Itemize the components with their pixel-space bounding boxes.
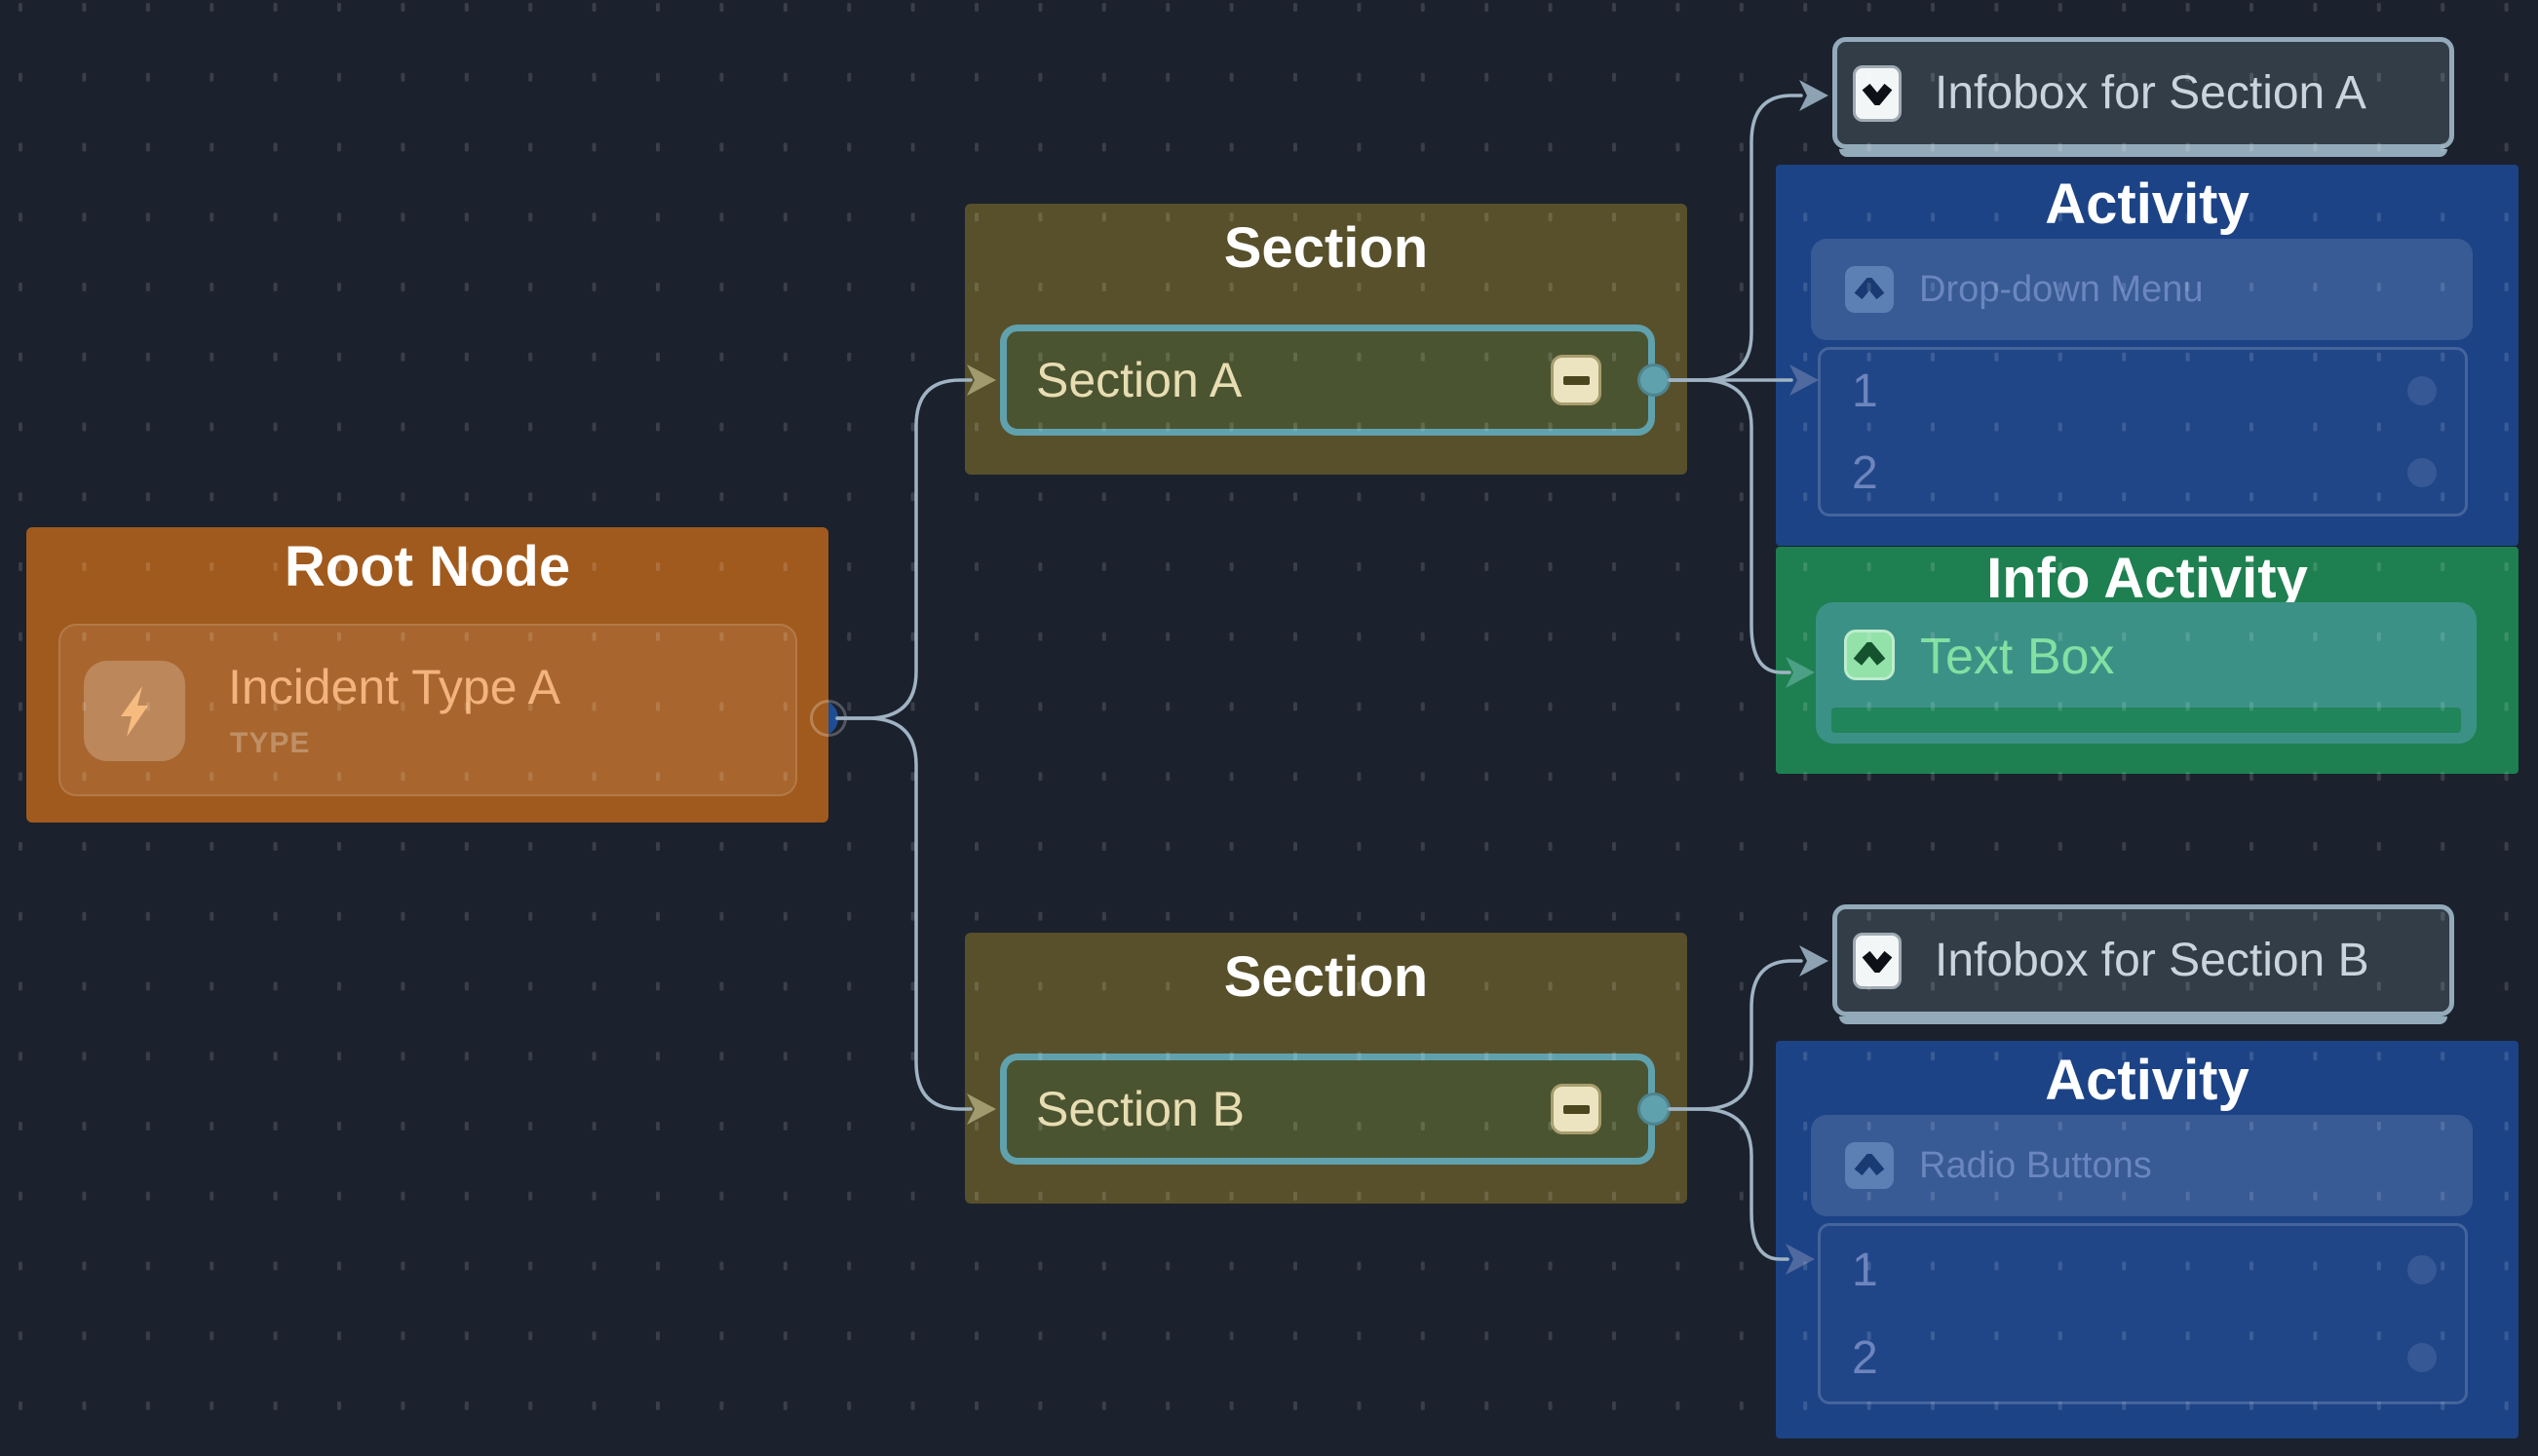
activity-a-node[interactable]: Activity Drop-down Menu 1 2 xyxy=(1776,165,2519,546)
info-activity-content-strip xyxy=(1831,708,2461,733)
edge-root-to-section-b xyxy=(835,716,973,1111)
section-a-node-title: Section xyxy=(1223,216,1429,280)
activity-b-header[interactable]: Radio Buttons xyxy=(1811,1115,2473,1216)
root-item-card[interactable]: Incident Type A TYPE xyxy=(58,624,797,796)
lightning-bolt-icon xyxy=(84,661,185,761)
edge-root-to-section-a xyxy=(835,378,973,720)
checkbox-chevron-down-icon[interactable] xyxy=(1853,932,1902,989)
section-a-node[interactable]: Section Section A xyxy=(965,204,1687,475)
activity-b-option-list: 1 2 xyxy=(1818,1223,2468,1404)
chevron-up-icon xyxy=(1844,630,1895,680)
activity-b-option-row[interactable]: 2 xyxy=(1821,1314,2465,1401)
section-b-output-handle[interactable] xyxy=(1637,1092,1671,1126)
option-output-handle[interactable] xyxy=(2407,1343,2437,1372)
option-output-handle[interactable] xyxy=(2407,1255,2437,1284)
activity-a-node-title: Activity xyxy=(2045,172,2250,236)
infobox-b-label: Infobox for Section B xyxy=(1935,935,2369,986)
minus-icon xyxy=(1562,1104,1590,1114)
option-row-label: 1 xyxy=(1852,1244,1878,1296)
info-activity-node-title: Info Activity xyxy=(1986,547,2308,610)
activity-b-node-title: Activity xyxy=(2045,1049,2250,1112)
collapse-minus-button[interactable] xyxy=(1551,1084,1601,1134)
root-item-label: Incident Type A xyxy=(228,660,560,714)
chevron-up-icon xyxy=(1845,266,1894,313)
chevron-up-icon xyxy=(1845,1142,1894,1189)
activity-a-option-list: 1 2 xyxy=(1818,347,2468,517)
root-node[interactable]: Root Node Incident Type A TYPE xyxy=(26,527,847,823)
activity-a-option-row[interactable]: 2 xyxy=(1821,432,2465,514)
section-a-item-label: Section A xyxy=(1036,353,1243,407)
collapse-minus-button[interactable] xyxy=(1551,355,1601,405)
arrowhead-into-infobox-a xyxy=(1799,80,1828,111)
section-b-node[interactable]: Section Section B xyxy=(965,933,1687,1204)
activity-b-node[interactable]: Activity Radio Buttons 1 2 xyxy=(1776,1041,2519,1438)
minus-icon xyxy=(1562,375,1590,385)
activity-b-header-label: Radio Buttons xyxy=(1919,1144,2152,1186)
option-output-handle[interactable] xyxy=(2407,458,2437,487)
infobox-b-node[interactable]: Infobox for Section B xyxy=(1832,904,2454,1024)
checkbox-chevron-down-icon[interactable] xyxy=(1853,64,1902,122)
option-row-label: 2 xyxy=(1852,1331,1878,1384)
section-b-item-label: Section B xyxy=(1036,1082,1246,1136)
activity-b-option-row[interactable]: 1 xyxy=(1821,1226,2465,1314)
section-a-output-handle[interactable] xyxy=(1637,364,1671,397)
edge-section-b-to-activity-b xyxy=(1668,1107,1789,1261)
info-activity-node[interactable]: Info Activity Text Box xyxy=(1776,547,2519,774)
info-activity-header-label: Text Box xyxy=(1920,629,2115,685)
option-output-handle[interactable] xyxy=(2407,376,2437,405)
arrowhead-into-infobox-b xyxy=(1799,945,1828,977)
root-item-type-label: TYPE xyxy=(230,727,311,759)
infobox-a-label: Infobox for Section A xyxy=(1935,67,2366,119)
root-output-handle-ring[interactable] xyxy=(810,700,847,737)
activity-a-header-label: Drop-down Menu xyxy=(1919,268,2204,310)
option-row-label: 2 xyxy=(1852,446,1878,499)
option-row-label: 1 xyxy=(1852,364,1878,417)
edge-section-a-to-info-activity xyxy=(1668,378,1791,674)
activity-a-header[interactable]: Drop-down Menu xyxy=(1811,239,2473,340)
section-b-node-title: Section xyxy=(1223,945,1429,1009)
root-node-title: Root Node xyxy=(284,535,571,598)
info-activity-panel[interactable]: Text Box xyxy=(1816,602,2477,744)
activity-a-option-row[interactable]: 1 xyxy=(1821,350,2465,432)
infobox-a-node[interactable]: Infobox for Section A xyxy=(1832,37,2454,157)
